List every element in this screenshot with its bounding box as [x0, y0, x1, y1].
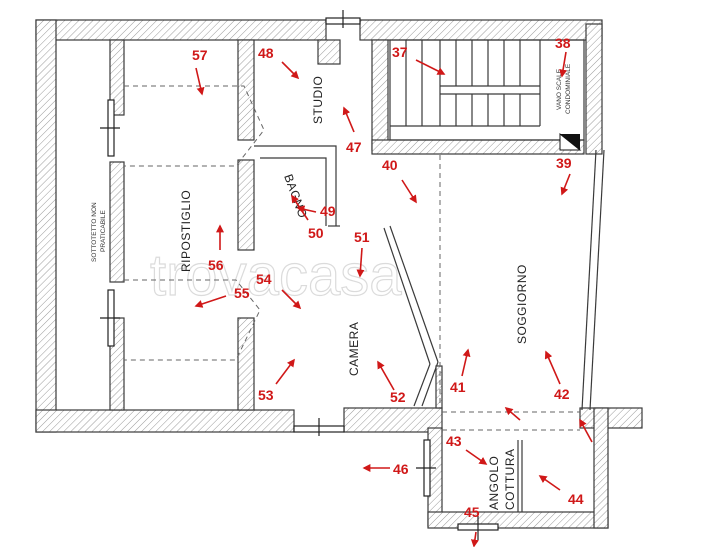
photo-label-47: 47 [346, 139, 362, 155]
photo-label-54: 54 [256, 271, 272, 287]
room-label-vano-1: VANO SCALE [556, 68, 563, 110]
photo-label-44: 44 [568, 491, 584, 507]
photo-arrow-41 [461, 348, 471, 377]
photo-arrow-50 [291, 194, 309, 221]
photo-label-53: 53 [258, 387, 274, 403]
photo-label-49: 49 [320, 203, 336, 219]
room-label-studio: STUDIO [311, 76, 325, 124]
photo-label-39: 39 [556, 155, 572, 171]
photo-arrow-52 [377, 360, 395, 391]
photo-label-37: 37 [392, 44, 408, 60]
photo-arrow-38 [559, 51, 567, 78]
photo-arrow-44 [538, 475, 561, 491]
photo-label-38: 38 [555, 35, 571, 51]
photo-arrow-51 [356, 247, 365, 278]
stairs [389, 39, 585, 151]
photo-label-40: 40 [382, 157, 398, 173]
room-label-camera: CAMERA [347, 322, 361, 376]
room-label-ripostiglio: RIPOSTIGLIO [179, 190, 193, 272]
photo-label-46: 46 [393, 461, 409, 477]
photo-arrow-54 [281, 289, 302, 310]
photo-arrow-threshold [504, 406, 521, 421]
photo-label-51: 51 [354, 229, 370, 245]
internal-walls [254, 145, 605, 512]
dashed-lines [124, 85, 580, 431]
photo-label-56: 56 [208, 257, 224, 273]
photo-arrow-48 [281, 61, 300, 80]
room-label-soggiorno: SOGGIORNO [515, 264, 529, 344]
photo-arrow-55 [194, 295, 227, 308]
photo-arrow-57 [195, 67, 205, 96]
photo-label-55: 55 [234, 285, 250, 301]
photo-arrow-53 [275, 358, 295, 385]
photo-label-50: 50 [308, 225, 324, 241]
photo-arrow-40 [401, 179, 417, 204]
photo-arrow-entry [579, 418, 593, 443]
room-label-angolo: ANGOLO [487, 456, 501, 510]
room-label-bagno: BAGNO [281, 172, 310, 220]
photo-label-45: 45 [464, 504, 480, 520]
room-label-cottura: COTTURA [503, 449, 517, 511]
walls [35, 19, 643, 529]
photo-arrow-37 [415, 59, 446, 75]
photo-label-42: 42 [554, 386, 570, 402]
photo-labels: 37 38 39 40 41 42 43 44 45 46 47 48 49 5… [192, 35, 584, 520]
room-labels: STUDIO BAGNO RIPOSTIGLIO CAMERA SOGGIORN… [91, 63, 572, 510]
room-label-vano-2: CONDOMINIALE [565, 63, 572, 114]
photo-arrow-42 [544, 350, 561, 385]
photo-arrow-45 [470, 531, 479, 547]
photo-arrow-39 [560, 173, 571, 196]
photo-arrow-43 [465, 449, 488, 465]
photo-label-48: 48 [258, 45, 274, 61]
photo-label-57: 57 [192, 47, 208, 63]
photo-label-41: 41 [450, 379, 466, 395]
windows [100, 10, 499, 540]
photo-arrow-47 [342, 106, 355, 133]
room-label-sottotetto-2: PRATICABILE [100, 210, 107, 252]
room-label-sottotetto-1: SOTTOTETTO NON [91, 202, 98, 262]
photo-label-52: 52 [390, 389, 406, 405]
photo-label-43: 43 [446, 433, 462, 449]
photo-arrows [194, 51, 593, 547]
